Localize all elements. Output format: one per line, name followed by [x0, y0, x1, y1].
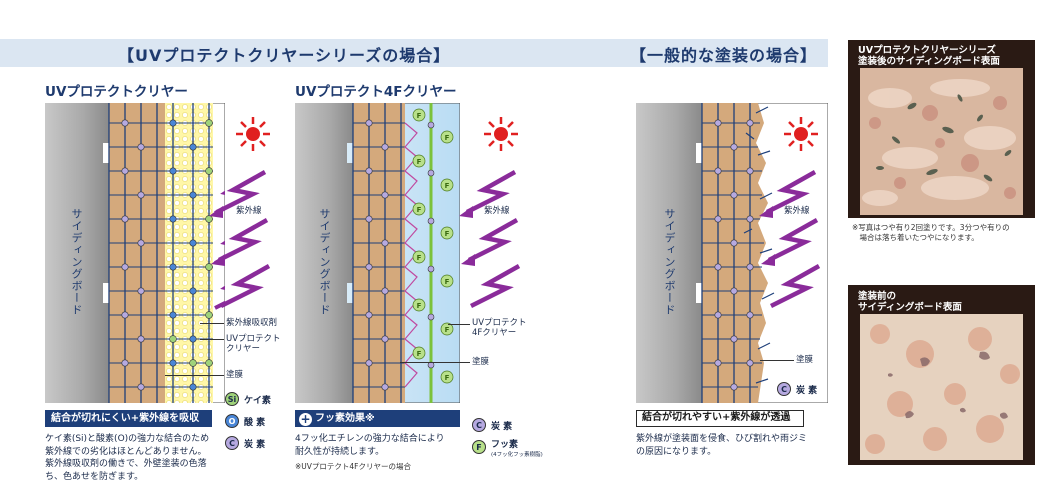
panel2-diagram: F F F F F F F F F F F F [295, 103, 460, 403]
svg-text:F: F [445, 230, 450, 238]
panel2-leader-clear [448, 324, 470, 325]
panel1-label-absorber: 紫外線吸収剤 [226, 318, 278, 328]
banner-uv-series-title: 【UVプロテクトクリヤーシリーズの場合】 [118, 46, 451, 65]
panel3-leader-film [760, 360, 794, 361]
panel2-bar: +フッ素効果※ [295, 410, 460, 427]
panel3-label-film: 塗膜 [796, 355, 814, 365]
panel1-uv-bolts [209, 170, 271, 309]
panel1-legend-c: C 炭 素 [225, 436, 265, 450]
panel3-diagram [636, 103, 828, 403]
panel3-board-label: サイディングボード [663, 208, 676, 316]
svg-text:F: F [417, 302, 422, 310]
panel2-leader-film [400, 362, 470, 363]
panel2-legend-f: F フッ素 (4フッ化フッ素樹脂) [472, 440, 543, 460]
panel2-board-label: サイディングボード [318, 208, 331, 316]
panel3-bar: 結合が切れやすい+紫外線が透過 [636, 410, 804, 427]
panel3-description: 紫外線が塗装面を侵食、ひび割れや雨ジミ の原因になります。 [636, 434, 808, 457]
photo-before-title: 塗装前の サイディングボード表面 [858, 291, 962, 313]
panel2-label-film: 塗膜 [472, 357, 490, 367]
panel1-legend-o: O 酸 素 [225, 414, 265, 428]
panel2-footnote: ※UVプロテクト4Fクリヤーの場合 [295, 462, 411, 471]
sun-icon [484, 117, 518, 151]
svg-text:F: F [445, 326, 450, 334]
panel2-legend-f-label: フッ素 [491, 440, 519, 450]
panel2-uv-bolts [459, 170, 521, 309]
panel1-board-label: サイディングボード [70, 208, 83, 316]
svg-text:F: F [445, 182, 450, 190]
plus-circle-icon: + [299, 412, 312, 426]
panel3-legend-c: C 炭 素 [777, 382, 817, 396]
panel1-bar: 結合が切れにくい+紫外線を吸収 [45, 410, 212, 427]
panel1-diagram [45, 103, 225, 403]
sun-icon [236, 117, 270, 151]
svg-text:F: F [417, 254, 422, 262]
carbon-atom-icon: C [777, 382, 791, 396]
svg-text:F: F [417, 158, 422, 166]
sun-icon [784, 117, 818, 151]
banner-general [615, 39, 828, 67]
panel1-legend-si-label: ケイ素 [244, 395, 271, 406]
panel1-legend-o-label: 酸 素 [244, 417, 266, 428]
panel2-legend-f-sub: (4フッ化フッ素樹脂) [491, 452, 543, 458]
panel2-title: UVプロテクト4Fクリヤー [295, 84, 457, 100]
panel3-legend-c-label: 炭 素 [796, 385, 818, 396]
panel1-leader-clear [200, 339, 224, 340]
silicon-atom-icon: Si [225, 392, 239, 406]
oxygen-atom-icon: O [225, 414, 239, 428]
photo-before-box: 塗装前の サイディングボード表面 [848, 285, 1035, 465]
panel2-label-uv: 紫外線 [484, 206, 510, 216]
panel1-label-clear: UVプロテクト クリヤー [226, 334, 281, 354]
photo-after-image [860, 68, 1023, 215]
panel1-leader-film [165, 375, 224, 376]
svg-text:F: F [445, 278, 450, 286]
panel1-label-film: 塗膜 [226, 370, 244, 380]
panel1-leader-absorber [200, 323, 224, 324]
panel1-title: UVプロテクトクリヤー [45, 84, 188, 100]
photo-before-image [860, 314, 1023, 460]
fluorine-atom-icon: F [472, 440, 486, 454]
panel2-legend-c: C 炭 素 [472, 418, 512, 432]
panel1-legend-si: Si ケイ素 [225, 392, 271, 406]
panel1-legend-c-label: 炭 素 [244, 439, 266, 450]
svg-text:F: F [417, 206, 422, 214]
banner-uv-series [0, 39, 615, 67]
svg-text:F: F [417, 350, 422, 358]
photo-after-note: ※写真はつや有り2回塗りです。3分つや有りの 場合は落ち着いたつやになります。 [852, 223, 1010, 242]
photo-after-box: UVプロテクトクリヤーシリーズ 塗装後のサイディングボード表面 [848, 40, 1035, 218]
carbon-atom-icon: C [225, 436, 239, 450]
panel1-description: ケイ素(Si)と酸素(O)の強力な結合のため 紫外線での劣化はほとんどありません… [45, 434, 210, 482]
panel3-label-uv: 紫外線 [784, 206, 810, 216]
panel2-bar-label: フッ素効果※ [315, 413, 375, 424]
panel3-uv-bolts [759, 170, 821, 309]
panel2-legend-c-label: 炭 素 [491, 421, 513, 432]
svg-text:F: F [445, 374, 450, 382]
panel2-description: 4フッ化エチレンの強力な結合により 耐久性が持続します。 [295, 434, 445, 457]
carbon-atom-icon: C [472, 418, 486, 432]
svg-text:F: F [417, 112, 422, 120]
banner-general-title: 【一般的な塗装の場合】 [630, 46, 818, 65]
photo-after-title: UVプロテクトクリヤーシリーズ 塗装後のサイディングボード表面 [858, 45, 1000, 67]
panel2-label-clear: UVプロテクト 4Fクリヤー [472, 318, 527, 338]
svg-text:F: F [445, 134, 450, 142]
panel1-label-uv: 紫外線 [236, 206, 262, 216]
